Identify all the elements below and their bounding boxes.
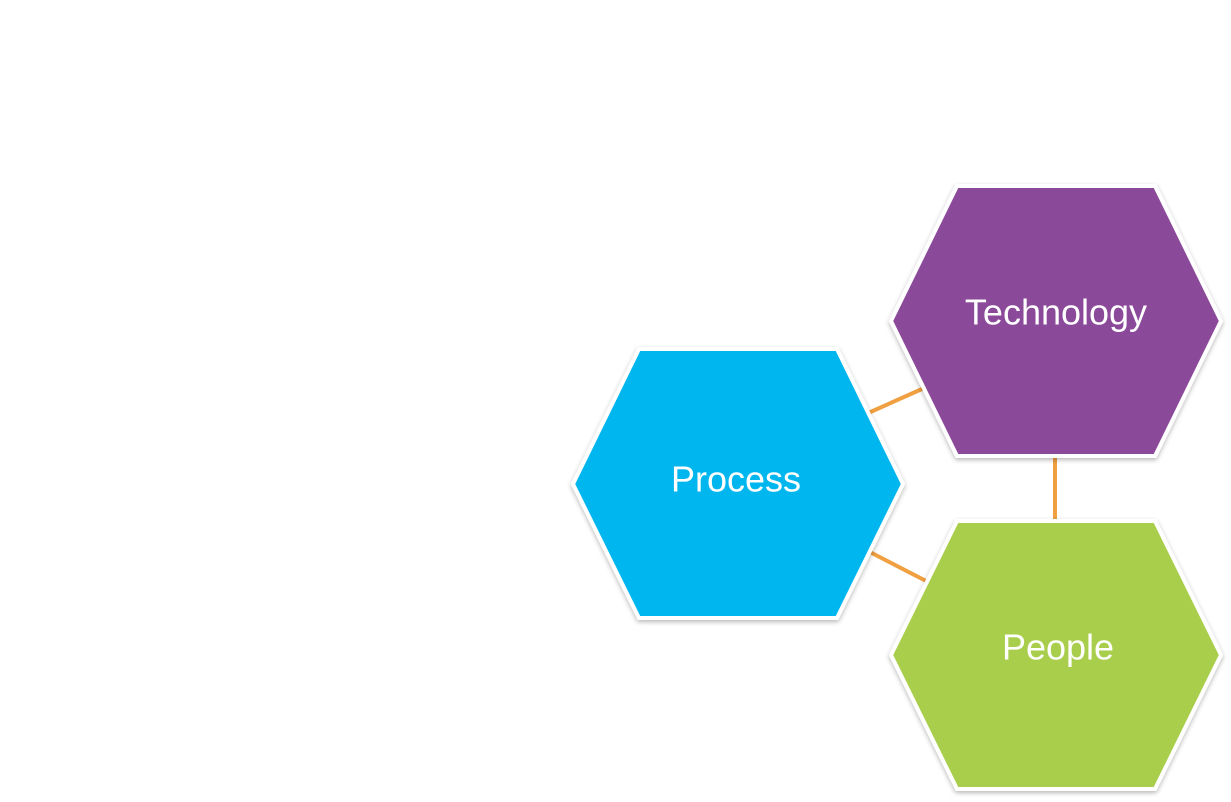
hexagon-technology: Technology [888, 184, 1224, 458]
hexagon-people-shape [888, 519, 1224, 791]
hexagon-process: Process [570, 347, 906, 620]
connector-process-people [864, 548, 930, 584]
hexagon-people: People [888, 519, 1224, 791]
hexagon-people-label: People [1002, 627, 1114, 668]
hexagon-technology-shape [888, 184, 1224, 458]
hexagon-technology-label: Technology [965, 292, 1147, 333]
hexagon-process-label: Process [671, 459, 801, 500]
hexagon-process-shape [570, 347, 906, 620]
connector-process-technology [864, 387, 924, 416]
